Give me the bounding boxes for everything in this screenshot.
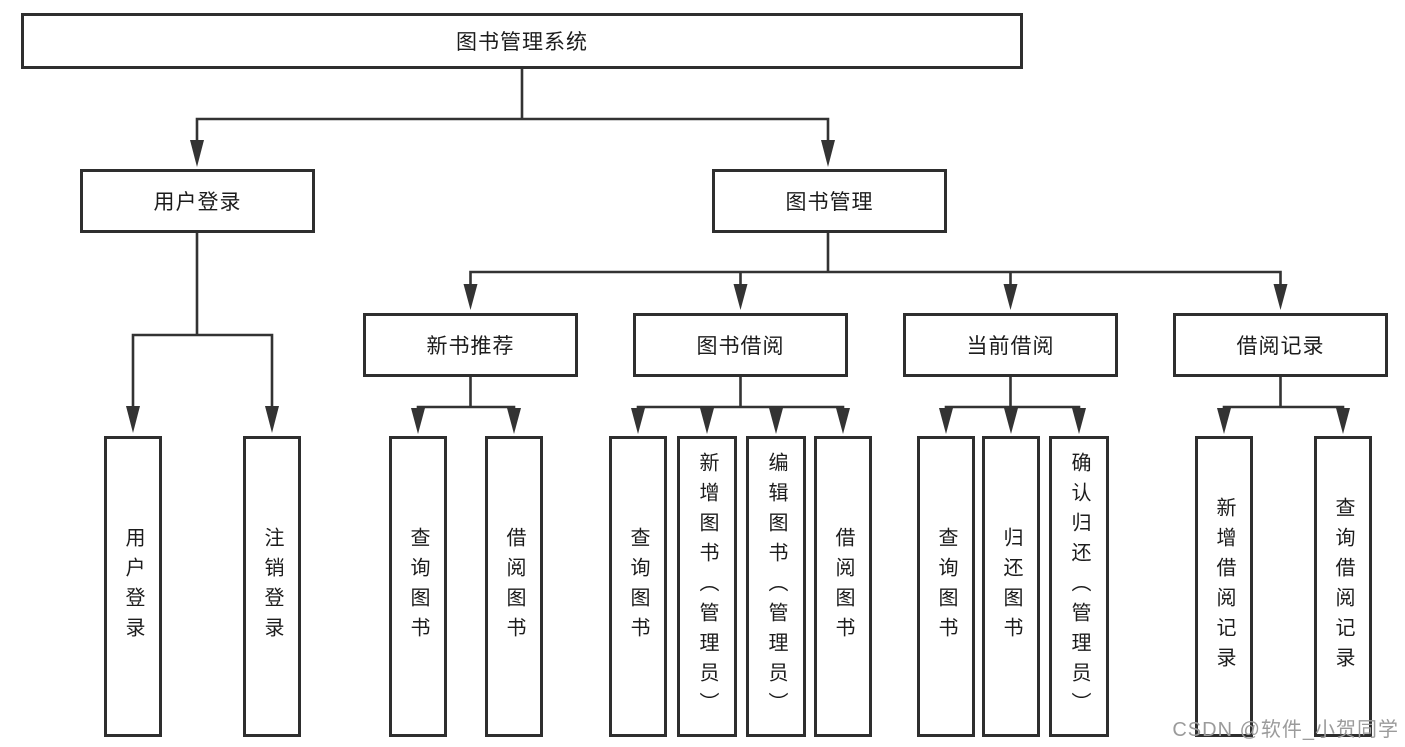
leaf-add-borrow-record: 新增借阅记录 [1195, 436, 1253, 737]
leaf-query-book-2-label: 查询图书 [627, 526, 649, 647]
node-root-label: 图书管理系统 [456, 31, 588, 54]
edge-current-to-leaves [944, 377, 1081, 410]
leaf-query-book-1-label: 查询图书 [407, 526, 429, 647]
node-new-book-recommend: 新书推荐 [363, 313, 578, 377]
edge-borrow-to-leaves [636, 377, 845, 410]
node-current-borrow: 当前借阅 [903, 313, 1118, 377]
leaf-add-book-admin-label: 新增图书（管理员） [696, 451, 718, 722]
leaf-add-borrow-record-label: 新增借阅记录 [1213, 496, 1235, 677]
edge-recommend-to-leaves [416, 377, 516, 410]
edge-manage-to-level3 [469, 233, 1282, 285]
node-borrow-records-label: 借阅记录 [1236, 335, 1325, 358]
node-user-login-branch-label: 用户登录 [153, 191, 242, 214]
leaf-logout: 注销登录 [243, 436, 301, 737]
leaf-edit-book-admin: 编辑图书（管理员） [746, 436, 806, 737]
leaf-add-book-admin: 新增图书（管理员） [677, 436, 737, 737]
csdn-watermark: CSDN @软件_小贺同学 [1172, 719, 1399, 741]
leaf-query-book-3: 查询图书 [917, 436, 975, 737]
leaf-confirm-return-admin: 确认归还（管理员） [1049, 436, 1109, 737]
leaf-query-book-1: 查询图书 [389, 436, 447, 737]
node-root: 图书管理系统 [21, 13, 1023, 69]
leaf-borrow-book-2: 借阅图书 [814, 436, 872, 737]
leaf-user-login: 用户登录 [104, 436, 162, 737]
leaf-edit-book-admin-label: 编辑图书（管理员） [765, 451, 787, 722]
leaf-query-book-2: 查询图书 [609, 436, 667, 737]
leaf-user-login-label: 用户登录 [122, 526, 144, 647]
arrowheads [126, 140, 1350, 434]
node-book-borrow-label: 图书借阅 [696, 335, 785, 358]
leaf-query-book-3-label: 查询图书 [935, 526, 957, 647]
edge-login-to-leaves [131, 233, 274, 408]
node-book-management-branch-label: 图书管理 [785, 191, 874, 214]
leaf-confirm-return-admin-label: 确认归还（管理员） [1068, 451, 1090, 722]
edge-root-to-level2 [195, 69, 830, 142]
node-new-book-recommend-label: 新书推荐 [426, 335, 515, 358]
edge-records-to-leaves [1222, 377, 1345, 410]
leaf-query-borrow-record-label: 查询借阅记录 [1332, 496, 1354, 677]
leaf-return-book: 归还图书 [982, 436, 1040, 737]
leaf-query-borrow-record: 查询借阅记录 [1314, 436, 1372, 737]
leaf-logout-label: 注销登录 [261, 526, 283, 647]
node-current-borrow-label: 当前借阅 [966, 335, 1055, 358]
node-borrow-records: 借阅记录 [1173, 313, 1388, 377]
leaf-borrow-book-1-label: 借阅图书 [503, 526, 525, 647]
node-user-login-branch: 用户登录 [80, 169, 315, 233]
leaf-return-book-label: 归还图书 [1000, 526, 1022, 647]
leaf-borrow-book-1: 借阅图书 [485, 436, 543, 737]
node-book-management-branch: 图书管理 [712, 169, 947, 233]
node-book-borrow: 图书借阅 [633, 313, 848, 377]
leaf-borrow-book-2-label: 借阅图书 [832, 526, 854, 647]
